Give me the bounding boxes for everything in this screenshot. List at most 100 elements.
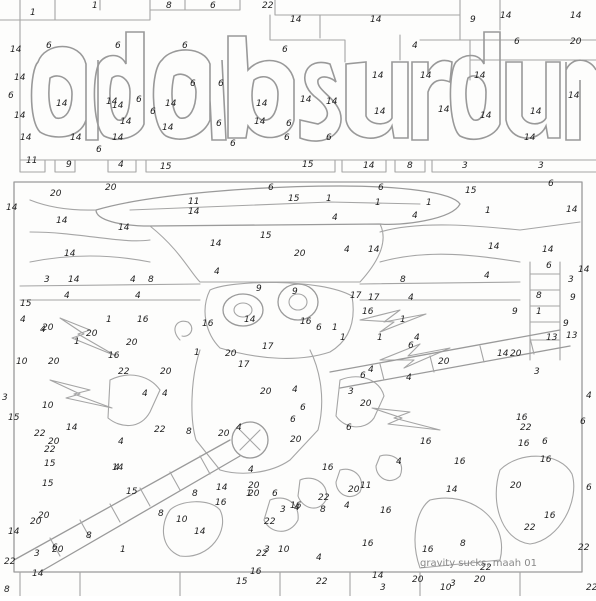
region-number: 14 [210, 239, 222, 249]
region-number: 16 [422, 545, 434, 555]
region-number: 20 [474, 575, 486, 585]
region-number: 20 [290, 435, 302, 445]
region-number: 22 [154, 425, 166, 435]
region-number: 15 [160, 162, 172, 172]
track [14, 330, 570, 572]
region-number: 1 [120, 545, 126, 555]
region-number: 20 [260, 387, 272, 397]
region-number: 22 [316, 577, 328, 587]
region-number: 14 [290, 15, 302, 25]
region-number: 3 [538, 161, 544, 171]
region-number: 1 [30, 8, 36, 18]
ladder [530, 262, 560, 360]
region-number: 8 [460, 539, 466, 549]
region-number: 6 [230, 139, 236, 149]
region-number: 16 [454, 457, 466, 467]
region-number: 10 [176, 515, 188, 525]
region-number: 6 [514, 37, 520, 47]
region-number: 6 [190, 79, 196, 89]
region-number: 4 [162, 389, 168, 399]
region-number: 11 [26, 156, 37, 166]
region-number: 3 [280, 505, 286, 515]
region-number: 20 [105, 183, 117, 193]
region-number: 16 [420, 437, 432, 447]
region-number: 8 [407, 161, 413, 171]
region-number: 17 [368, 293, 380, 303]
region-number: 4 [292, 385, 298, 395]
region-number: 22 [586, 583, 596, 593]
region-number: 6 [268, 183, 274, 193]
region-number: 1 [400, 315, 406, 325]
region-number: 4 [484, 271, 490, 281]
region-number: 15 [44, 459, 56, 469]
region-number: 14 [420, 71, 432, 81]
region-number: 14 [56, 216, 68, 226]
region-number: 1 [74, 337, 80, 347]
region-number: 6 [548, 179, 554, 189]
region-number: 8 [158, 509, 164, 519]
region-number: 6 [8, 91, 14, 101]
region-number: 6 [218, 79, 224, 89]
region-number: 4 [214, 267, 220, 277]
region-number: 4 [236, 423, 242, 433]
region-number: 6 [586, 483, 592, 493]
region-number: 22 [4, 557, 16, 567]
region-number: 8 [148, 275, 154, 285]
region-number: 6 [216, 119, 222, 129]
region-number: 4 [118, 160, 124, 170]
region-number: 1 [106, 315, 112, 325]
region-number: 14 [524, 133, 536, 143]
region-number: 1 [377, 333, 383, 343]
region-number: 1 [536, 307, 542, 317]
region-number: 4 [412, 41, 418, 51]
region-number: 4 [40, 325, 46, 335]
region-number: 14 [118, 223, 130, 233]
region-number: 8 [400, 275, 406, 285]
region-number: 3 [462, 161, 468, 171]
region-number: 20 [412, 575, 424, 585]
region-number: 20 [126, 338, 138, 348]
region-number: 4 [368, 365, 374, 375]
region-number: 6 [210, 1, 216, 11]
region-number: 4 [248, 465, 254, 475]
region-number: 17 [262, 342, 274, 352]
region-number: 16 [137, 315, 149, 325]
region-number: 22 [578, 543, 590, 553]
region-number: 14 [568, 91, 580, 101]
region-number: 3 [568, 275, 574, 285]
region-number: 16 [202, 319, 214, 329]
region-number: 10 [16, 357, 28, 367]
region-number: 22 [262, 1, 274, 11]
region-number: 1 [340, 333, 346, 343]
artist-caption: gravity sucks, maah 01 [420, 558, 537, 569]
region-number: 4 [408, 293, 414, 303]
region-number: 20 [225, 349, 237, 359]
region-number: 17 [350, 291, 362, 301]
region-number: 3 [44, 275, 50, 285]
region-number: 20 [360, 399, 372, 409]
region-number: 6 [115, 41, 121, 51]
region-number: 6 [546, 261, 552, 271]
region-number: 15 [302, 160, 314, 170]
region-number: 10 [278, 545, 290, 555]
region-number: 16 [380, 506, 392, 516]
region-number: 3 [264, 545, 270, 555]
region-number: 1 [332, 323, 338, 333]
region-number: 14 [256, 99, 268, 109]
region-number: 14 [566, 205, 578, 215]
region-number: 14 [56, 99, 68, 109]
rocks [163, 455, 573, 568]
region-number: 14 [112, 133, 124, 143]
region-number: 14 [368, 245, 380, 255]
region-number: 4 [135, 291, 141, 301]
region-number: 14 [162, 123, 174, 133]
region-number: 15 [465, 186, 477, 196]
region-number: 16 [108, 351, 120, 361]
region-number: 6 [182, 41, 188, 51]
region-number: 1 [92, 1, 98, 11]
region-number: 4 [64, 291, 70, 301]
region-number: 4 [586, 391, 592, 401]
region-number: 20 [294, 249, 306, 259]
region-number: 11 [360, 481, 371, 491]
